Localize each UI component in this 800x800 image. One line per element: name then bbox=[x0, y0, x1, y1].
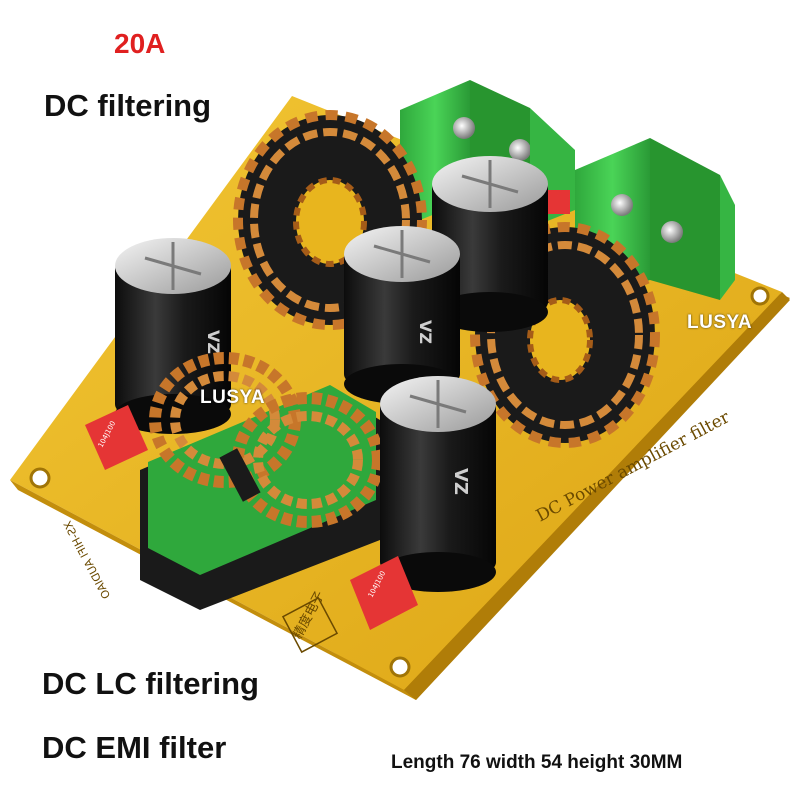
capacitor-marking: VZ bbox=[450, 468, 471, 495]
dimensions-caption: Length 76 width 54 height 30MM bbox=[391, 752, 683, 773]
mounting-hole bbox=[29, 467, 51, 489]
electrolytic-capacitor bbox=[432, 156, 548, 332]
dc-emi-filter-caption: DC EMI filter bbox=[42, 730, 227, 765]
brand-watermark: LUSYA bbox=[687, 312, 753, 333]
screw bbox=[611, 194, 633, 216]
current-rating-label: 20A bbox=[114, 28, 166, 59]
film-capacitor: 104J100 bbox=[350, 556, 418, 630]
dc-lc-filtering-caption: DC LC filtering bbox=[42, 666, 259, 701]
common-mode-choke bbox=[140, 352, 384, 610]
brand-watermark: LUSYA bbox=[200, 387, 266, 408]
screw bbox=[509, 139, 531, 161]
electrolytic-capacitor: VZ bbox=[344, 226, 460, 404]
screw bbox=[661, 221, 683, 243]
mounting-hole bbox=[389, 656, 411, 678]
capacitor-marking: VZ bbox=[416, 320, 435, 344]
electrolytic-capacitor: VZ bbox=[380, 376, 496, 592]
mounting-hole bbox=[750, 286, 770, 306]
film-capacitor: 104J100 bbox=[85, 405, 148, 470]
dc-filtering-caption: DC filtering bbox=[44, 88, 212, 123]
screw bbox=[453, 117, 475, 139]
capacitor-marking: VZ bbox=[204, 330, 223, 354]
